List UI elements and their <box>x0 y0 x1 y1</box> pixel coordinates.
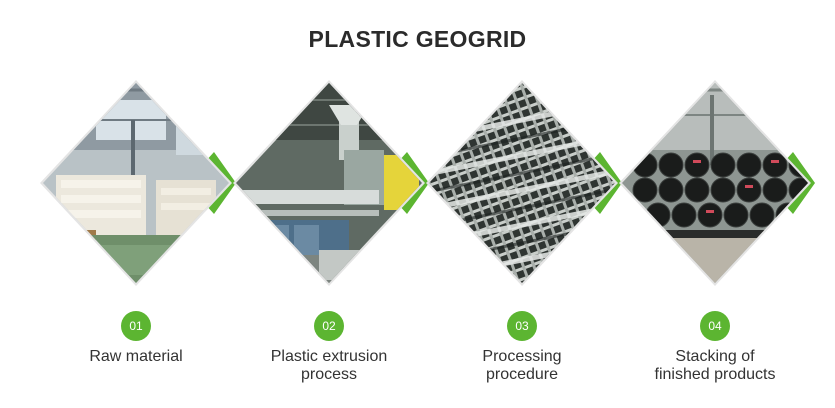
step-label-line: process <box>300 366 358 383</box>
extrusion-machine-photo <box>229 80 429 286</box>
process-step-1: 01 Raw material <box>36 80 236 390</box>
step-label: Stacking of finished products <box>595 348 835 384</box>
geogrid-rolls-photo <box>422 80 622 286</box>
stacked-rolls-photo <box>615 80 815 286</box>
step-label-line: Plastic extrusion <box>270 348 388 365</box>
step-label: Plastic extrusion process <box>209 348 449 384</box>
step-number-badge: 03 <box>507 311 537 341</box>
step-label: Raw material <box>16 348 256 366</box>
process-step-4: 04 Stacking of finished products <box>615 80 815 390</box>
step-label-line: Raw material <box>89 348 183 365</box>
step-label: Processing procedure <box>402 348 642 384</box>
step-label-line: Stacking of <box>675 348 755 365</box>
process-step-2: 02 Plastic extrusion process <box>229 80 429 390</box>
raw-material-warehouse-photo <box>36 80 236 286</box>
step-number-badge: 04 <box>700 311 730 341</box>
step-number-badge: 01 <box>121 311 151 341</box>
process-step-3: 03 Processing procedure <box>422 80 622 390</box>
page-title: PLASTIC GEOGRID <box>308 26 527 52</box>
step-label-line: finished products <box>654 366 776 383</box>
step-label-line: Processing <box>482 348 562 365</box>
step-label-line: procedure <box>485 366 559 383</box>
step-number-badge: 02 <box>314 311 344 341</box>
